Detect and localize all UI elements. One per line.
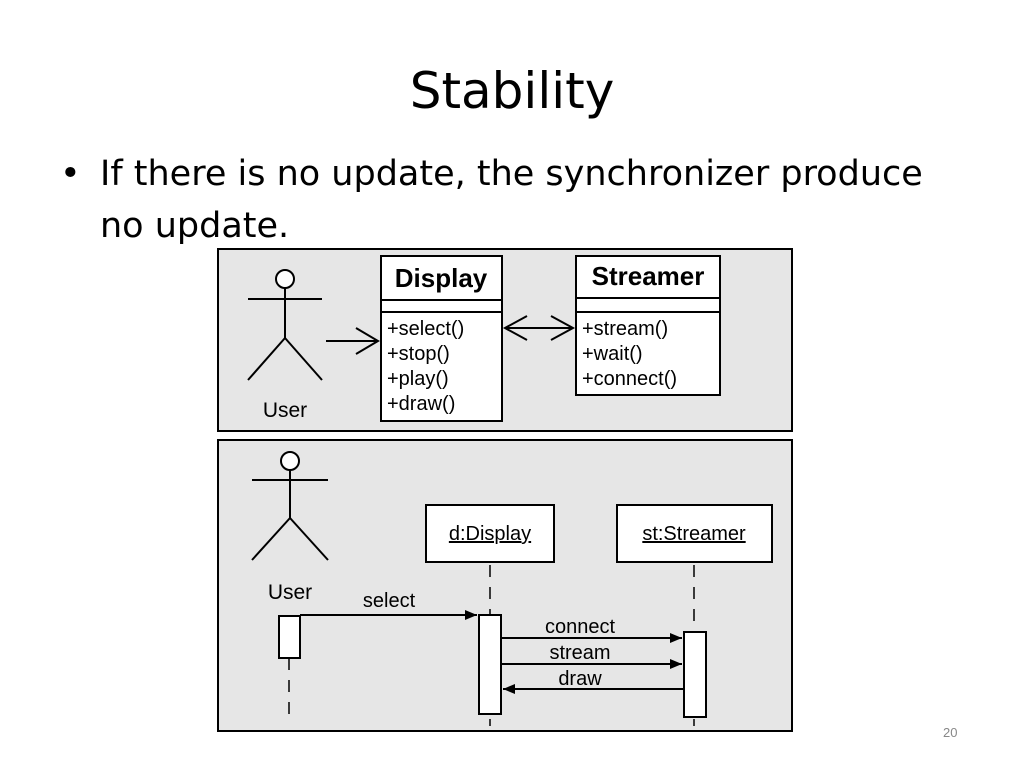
bullet-text: If there is no update, the synchronizer …: [100, 154, 923, 246]
display-activation-bar: [478, 614, 502, 715]
streamer-class-box: Streamer +stream() +wait() +connect(): [575, 255, 721, 396]
streamer-activation-bar: [683, 631, 707, 718]
streamer-method: +stream(): [582, 318, 668, 340]
display-method: +play(): [387, 368, 449, 390]
display-streamer-association-arrow: [502, 315, 576, 341]
bullet-point: • If there is no update, the synchronize…: [60, 148, 960, 252]
select-message-label: select: [363, 590, 416, 612]
stream-message-label: stream: [549, 642, 610, 664]
bullet-dot: •: [60, 154, 81, 194]
streamer-lifeline-head: st:Streamer: [616, 504, 773, 563]
display-class-name: Display: [395, 263, 488, 293]
display-lifeline-head: d:Display: [425, 504, 555, 563]
streamer-class-name: Streamer: [592, 261, 705, 291]
connect-message-label: connect: [545, 616, 615, 638]
streamer-method: +connect(): [582, 368, 677, 390]
display-lifeline-label: d:Display: [449, 523, 531, 545]
streamer-method: +wait(): [582, 343, 643, 365]
user-actor-icon: [247, 269, 323, 381]
sequence-user-label: User: [268, 581, 312, 604]
display-method: +draw(): [387, 393, 455, 415]
display-method: +stop(): [387, 343, 450, 365]
slide-title: Stability: [409, 62, 615, 120]
streamer-lifeline-label: st:Streamer: [642, 523, 746, 545]
draw-message-label: draw: [558, 668, 602, 690]
user-actor-label: User: [263, 399, 307, 422]
actor-to-display-arrow: [326, 327, 380, 355]
slide-number: 20: [943, 725, 958, 740]
display-class-box: Display +select() +stop() +play() +draw(…: [380, 255, 503, 422]
sequence-user-actor-icon: [251, 451, 329, 561]
display-method: +select(): [387, 318, 464, 340]
user-activation-bar: [278, 615, 301, 659]
